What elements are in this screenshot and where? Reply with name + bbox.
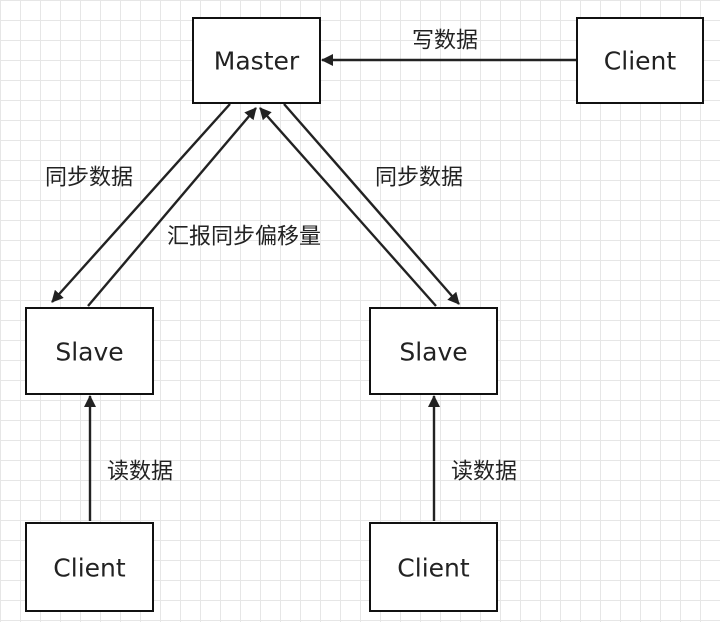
- report-offset-label: 汇报同步偏移量: [167, 225, 321, 250]
- read-data-label-left: 读数据: [107, 460, 173, 485]
- sync-arrow-left: [51, 103, 231, 303]
- client-node-bottom-left: Client: [25, 522, 154, 612]
- slave-node-right: Slave: [369, 307, 498, 395]
- svg-text:Slave: Slave: [399, 338, 467, 367]
- slave-node-left: Slave: [25, 307, 154, 395]
- offset-report-arrow: [87, 107, 257, 307]
- svg-text:Slave: Slave: [55, 338, 123, 367]
- svg-text:Master: Master: [214, 47, 300, 76]
- svg-text:Client: Client: [397, 554, 470, 583]
- write-data-label: 写数据: [412, 29, 478, 54]
- svg-text:Client: Client: [53, 554, 126, 583]
- sync-arrow-right-outer: [283, 103, 460, 305]
- svg-text:Client: Client: [604, 47, 677, 76]
- sync-data-label-right: 同步数据: [375, 166, 463, 191]
- client-node-top: Client: [576, 17, 704, 104]
- sync-data-label-left: 同步数据: [45, 166, 133, 191]
- sync-arrow-right-inner: [259, 107, 437, 307]
- master-node: Master: [192, 17, 321, 104]
- read-data-label-right: 读数据: [451, 460, 517, 485]
- client-node-bottom-right: Client: [369, 522, 498, 612]
